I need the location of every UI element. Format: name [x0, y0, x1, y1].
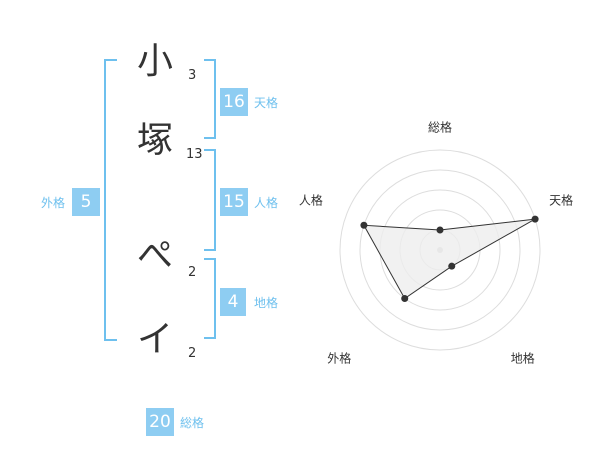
radar-grid-ring — [339, 149, 541, 351]
radar-area — [363, 218, 536, 300]
radar-axis-label-3: 地格 — [511, 350, 535, 365]
radar-grid-ring — [359, 169, 521, 331]
chikaku-bracket — [204, 258, 216, 339]
radar-point-1 — [436, 226, 444, 234]
radar-point-4 — [401, 295, 409, 303]
radar-point-5 — [360, 221, 368, 229]
stroke-count-4: 2 — [188, 346, 197, 361]
stroke-count-3: 2 — [188, 265, 197, 280]
stroke-count-1: 3 — [188, 68, 197, 83]
gaikaku-label: 外格 — [41, 196, 66, 210]
radar-point-2 — [531, 215, 539, 223]
stroke-count-2: 13 — [186, 147, 203, 162]
soukaku-value: 20 — [146, 408, 174, 436]
radar-axis-label-5: 人格 — [299, 193, 323, 208]
name-char-1: 小 — [136, 41, 173, 82]
name-char-3: ぺ — [136, 235, 173, 276]
tenkaku-label: 天格 — [254, 96, 279, 110]
gaikaku-value: 5 — [72, 188, 100, 216]
tenkaku-value: 16 — [220, 88, 248, 116]
chikaku-label: 地格 — [254, 296, 279, 310]
chikaku-value: 4 — [220, 288, 246, 316]
jinkaku-label: 人格 — [254, 196, 279, 210]
radar-point-3 — [448, 262, 456, 270]
radar-axis-label-4: 外格 — [327, 350, 351, 365]
gaikaku-bracket — [104, 59, 117, 341]
jinkaku-value: 15 — [220, 188, 248, 216]
tenkaku-bracket — [204, 59, 216, 139]
soukaku-label: 総格 — [180, 416, 205, 430]
name-char-4: イ — [136, 319, 173, 360]
radar-axis-label-1: 総格 — [428, 120, 452, 135]
name-char-2: 塚 — [136, 120, 173, 161]
jinkaku-bracket — [204, 149, 216, 251]
radar-axis-label-2: 天格 — [549, 193, 573, 208]
